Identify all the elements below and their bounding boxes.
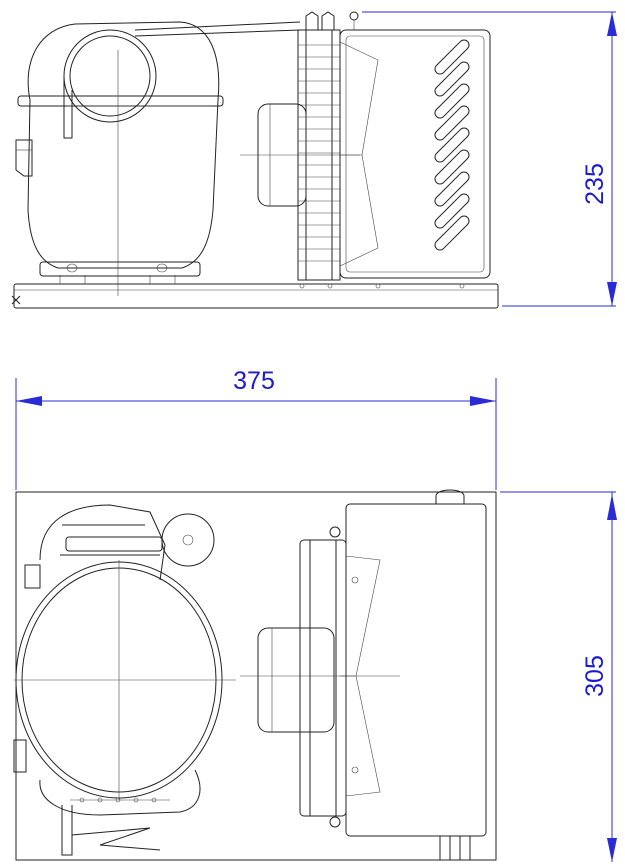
top-fan-guard <box>299 526 381 828</box>
side-fan-guard <box>297 11 379 281</box>
side-compressor <box>15 21 301 296</box>
dimension-width <box>15 378 497 490</box>
dimension-label-305: 305 <box>581 655 609 697</box>
dimension-label-375: 375 <box>233 367 275 395</box>
top-view <box>13 489 497 861</box>
dimension-label-235: 235 <box>581 163 609 205</box>
top-compressor <box>13 504 236 856</box>
top-fan-motor <box>240 627 400 733</box>
top-condenser <box>345 489 487 860</box>
dimension-top-depth <box>500 491 617 862</box>
dimension-side-height <box>362 11 617 307</box>
side-condenser <box>339 29 491 279</box>
side-base-plate <box>11 275 499 309</box>
side-view <box>11 11 499 309</box>
